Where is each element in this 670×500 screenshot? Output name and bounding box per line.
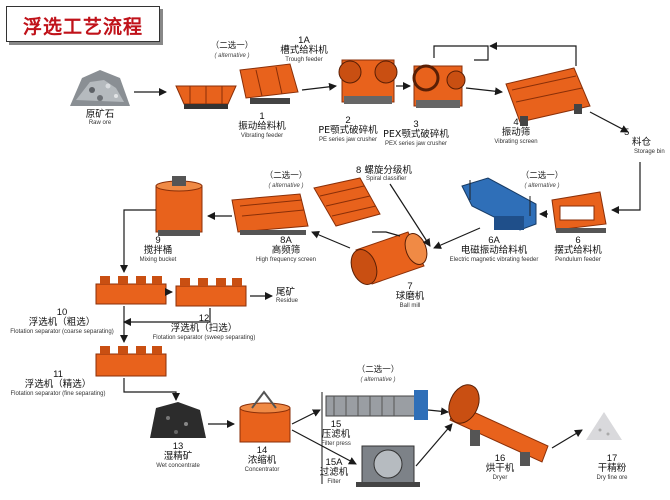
mixing-bucket-image	[155, 176, 203, 236]
arrow-feeder-to-mill	[433, 227, 481, 249]
vibrating-screen-image	[505, 67, 591, 126]
alt-label-zh-feeder6: （二选一）	[520, 171, 564, 181]
magnetic-vibrating-feeder-image	[461, 177, 537, 231]
alt-label-en-feeder: ( alternative )	[214, 53, 250, 59]
concentrator-image	[239, 390, 291, 443]
alt-label-en-classifier: ( alternative )	[268, 183, 304, 189]
flotation-sweep-image	[175, 278, 247, 307]
arrow-dryer-to-product	[551, 429, 583, 449]
dry-fine-ore-image	[586, 412, 622, 440]
raw-ore-image	[70, 70, 130, 106]
alt-label-zh-feeder: （二选一）	[210, 41, 254, 51]
pex-jaw-crusher-image	[412, 64, 466, 108]
arrow-concentrator-to-press	[291, 409, 321, 425]
alt-label-en-feeder6: ( alternative )	[524, 183, 560, 189]
arrow-mill-to-screen	[311, 231, 351, 249]
arrow-screen-return	[489, 42, 577, 66]
arrow-fine-to-wet	[123, 378, 180, 401]
vibrating-feeder-image	[175, 85, 237, 109]
alt-label-zh-filter: （二选一）	[356, 365, 400, 375]
pendulum-feeder-image	[551, 191, 607, 233]
arrow-bucket-to-flotation	[120, 209, 156, 273]
title-box: 浮选工艺流程	[6, 6, 160, 42]
arrow-classifier-mill	[372, 231, 401, 237]
arrow-screen-to-bin	[589, 111, 629, 133]
arrow-feeder-to-pe	[301, 82, 337, 91]
wet-concentrate-image	[150, 402, 206, 438]
arrow-concentrator-to-filter	[291, 429, 357, 465]
flotation-coarse-image	[95, 276, 167, 305]
flotation-fine-image	[95, 346, 167, 377]
pe-jaw-crusher-image	[338, 59, 398, 104]
alt-label-en-filter: ( alternative )	[360, 377, 396, 383]
dryer-image	[448, 384, 549, 466]
arrow-pex-to-screen	[465, 87, 503, 96]
filter-press-image	[325, 390, 428, 420]
flow-arrows	[120, 42, 641, 467]
ball-mill-image	[350, 231, 428, 285]
filter-image	[356, 445, 420, 487]
arrow-filter-to-dryer	[415, 423, 453, 467]
spiral-classifier-image	[313, 177, 381, 227]
alt-label-zh-classifier: （二选一）	[264, 171, 308, 181]
arrow-screen-return-top	[433, 45, 489, 61]
arrow-bin-to-feeder	[611, 162, 641, 214]
page-title: 浮选工艺流程	[22, 16, 143, 38]
arrow-classifier-return	[389, 183, 431, 247]
trough-feeder-image	[239, 63, 299, 104]
arrow-sweep-return	[123, 308, 211, 326]
arrow-press-to-dryer	[427, 407, 449, 416]
high-frequency-screen-image	[231, 193, 309, 235]
